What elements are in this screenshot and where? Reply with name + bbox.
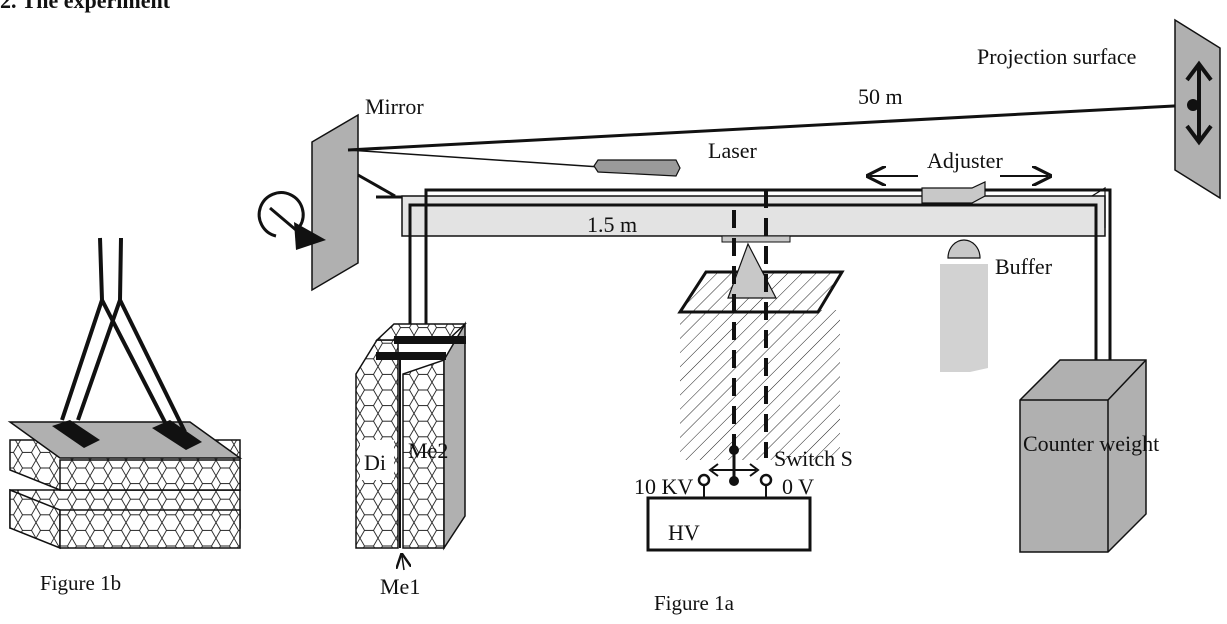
counter-weight [1019,359,1147,553]
pivot-support [677,235,845,460]
laser [593,159,681,177]
laser-beam [347,103,1194,199]
balance-beam [401,186,1106,237]
label-mirror: Mirror [365,94,424,119]
label-voltage-high: 10 KV [634,474,693,499]
capacitor-sample [355,321,467,571]
label-metal-1: Me1 [380,574,420,599]
caption-figure-1a: Figure 1a [654,591,735,615]
caption-figure-1b: Figure 1b [40,571,121,595]
label-adjuster: Adjuster [927,148,1003,173]
mirror [311,113,359,292]
adjuster [870,176,1048,204]
hv-box [646,496,812,552]
label-projection-surface: Projection surface [977,44,1136,69]
dashed-wires [732,190,768,458]
label-buffer: Buffer [995,254,1053,279]
label-metal-2: Me2 [408,438,448,463]
label-beam-length: 1.5 m [587,212,637,237]
label-voltage-zero: 0 V [782,474,814,499]
label-hv: HV [668,520,700,545]
rotation-arrow-icon [257,191,326,250]
label-dielectric: Di [364,450,386,475]
section-heading: 2. The experiment [0,0,171,13]
label-distance-50m: 50 m [858,84,903,109]
switch-s [697,445,773,498]
projection-surface [1174,18,1221,200]
label-laser: Laser [708,138,758,163]
label-switch: Switch S [774,446,853,471]
figure-1b-sample [7,237,243,550]
label-counter-weight: Counter weight [1023,431,1159,456]
buffer [940,239,988,372]
